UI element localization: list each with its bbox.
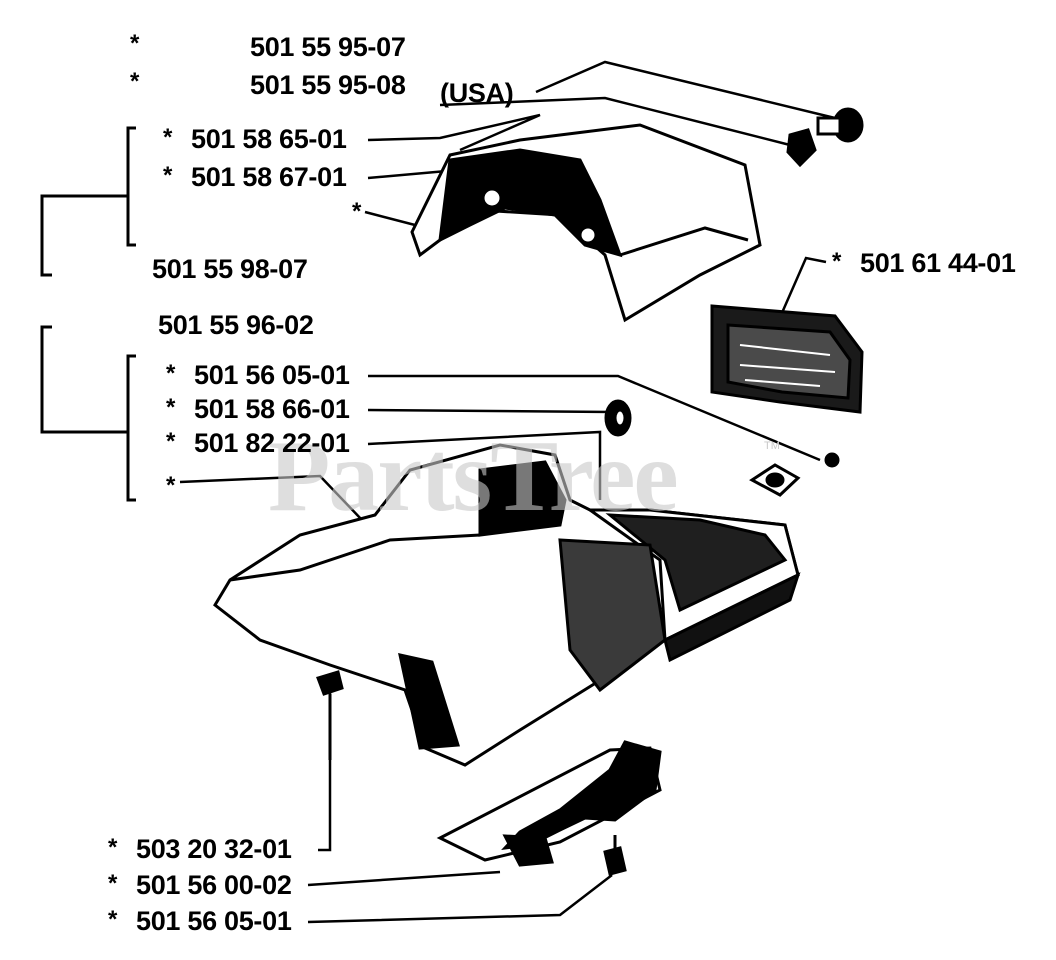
leader-p11: [318, 688, 332, 852]
part-label-503-20-32-01: 503 20 32-01: [136, 834, 292, 864]
asterisk-main-cover: *: [166, 472, 176, 499]
usa-note: (USA): [440, 78, 514, 108]
asterisk-p9: *: [166, 394, 176, 421]
asterisk-p3: *: [163, 124, 173, 151]
part-label-501-58-66-01: 501 58 66-01: [194, 394, 350, 424]
main-cover-housing: [213, 443, 801, 767]
asterisk-p11: *: [108, 834, 118, 861]
asterisk-p6: *: [832, 248, 842, 275]
part-label-501-56-05-01-upper: 501 56 05-01: [194, 360, 350, 390]
part-label-501-58-67-01: 501 58 67-01: [191, 162, 347, 192]
asterisk-p2: *: [130, 68, 140, 95]
asterisk-top-cover: *: [352, 198, 362, 225]
asterisk-p1: *: [130, 30, 140, 57]
bracket-upper-group: [40, 126, 136, 277]
asterisk-p13: *: [108, 906, 118, 933]
asterisk-p12: *: [108, 870, 118, 897]
part-label-501-55-96-02: 501 55 96-02: [158, 310, 314, 340]
leader-p6: [776, 256, 827, 323]
leader-star-cover: [179, 474, 363, 521]
asterisk-p10: *: [166, 428, 176, 455]
watermark: PartsTree: [268, 420, 679, 533]
leader-p8: [368, 374, 821, 462]
top-cylinder-cover: [410, 123, 762, 323]
small-bolt: [603, 835, 627, 876]
leader-p10: [367, 430, 602, 500]
long-screw: [316, 670, 344, 760]
cap-nut-and-washer: [786, 107, 864, 168]
grommet: [604, 399, 632, 437]
leader-p2: [439, 96, 791, 147]
leader-lines: [179, 60, 836, 924]
leader-p1: [535, 60, 836, 120]
leader-p9: [367, 408, 613, 414]
asterisk-p8: *: [166, 360, 176, 387]
part-label-501-61-44-01: 501 61 44-01: [860, 248, 1016, 278]
part-label-501-82-22-01: 501 82 22-01: [194, 428, 350, 458]
part-label-501-55-95-08: 501 55 95-08: [250, 70, 406, 100]
bracket-lower-group: [40, 325, 136, 502]
fastener-clip: [749, 452, 840, 497]
part-label-501-56-05-01-lower: 501 56 05-01: [136, 906, 292, 936]
leader-p12: [307, 870, 501, 887]
bottom-plate: [436, 740, 662, 867]
air-filter: [710, 304, 864, 414]
leader-p3: [367, 113, 541, 152]
part-label-501-55-98-07: 501 55 98-07: [152, 254, 308, 284]
part-label-501-56-00-02: 501 56 00-02: [136, 870, 292, 900]
watermark-trademark: TM: [764, 440, 780, 452]
leader-star-top: [364, 210, 416, 227]
asterisk-p4: *: [163, 162, 173, 189]
part-label-501-55-95-07: 501 55 95-07: [250, 32, 406, 62]
leader-p13: [307, 874, 613, 924]
part-label-501-58-65-01: 501 58 65-01: [191, 124, 347, 154]
